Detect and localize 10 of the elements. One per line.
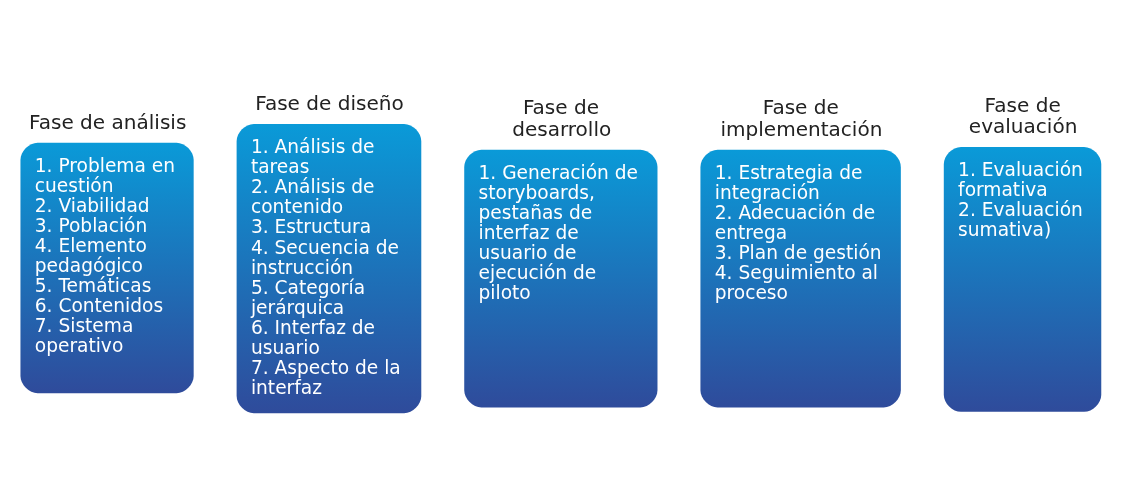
node-label: Fase de evaluación: [968, 92, 1078, 138]
node-box: 1. Evaluación formativa 2. Evaluación sumativa): [943, 147, 1102, 412]
node-label: Fase de implementación: [720, 95, 883, 141]
node-label: Fase de diseño: [255, 91, 404, 116]
node-box: 1. Generación de storyboards, pestañas de interfaz de usuario de ejecución de piloto: [464, 149, 658, 408]
node-label: Fase de desarrollo: [512, 95, 612, 141]
node-box: 1. Problema en cuestión 2. Viabilidad 3. Población 4. Elemento pedagógico 5. Temáticas 6. Contenidos 7. Sistema operativo: [20, 142, 194, 394]
node-label: Fase de análisis: [29, 109, 187, 134]
node-box: 1. Análisis de tareas 2. Análisis de contenido 3. Estructura 4. Secuencia de instrucción 5. Categoría jerárquica 6. Interfaz de usuario 7. Aspecto de la interfaz: [236, 124, 422, 414]
node-box: 1. Estrategia de integración 2. Adecuación de entrega 3. Plan de gestión 4. Seguimiento al proceso: [700, 149, 901, 408]
